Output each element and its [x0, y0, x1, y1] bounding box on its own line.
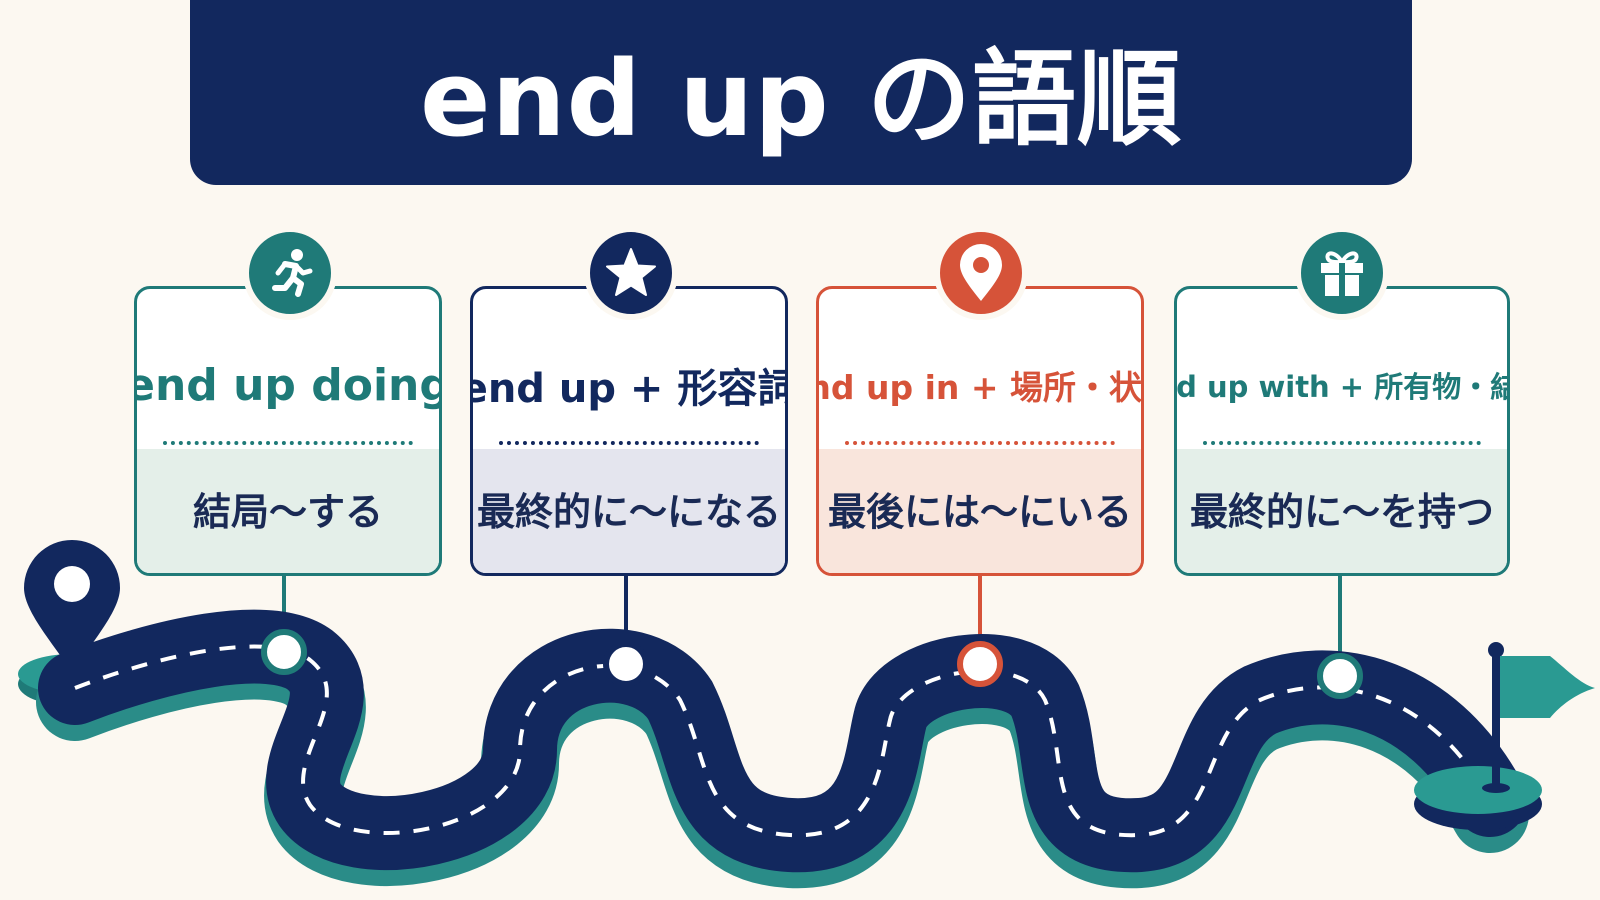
star-icon [584, 226, 678, 320]
location-pin-icon [934, 226, 1028, 320]
meaning-text: 最終的に〜を持つ [1177, 449, 1507, 573]
dotted-divider [845, 441, 1115, 445]
meaning-text: 最終的に〜になる [473, 449, 785, 573]
pattern-card-3: end up in + 場所・状況 最後には〜にいる [816, 286, 1144, 576]
waypoint-dot-4 [1317, 653, 1363, 699]
dotted-divider [163, 441, 413, 445]
pattern-text: end up in + 場所・状況 [819, 368, 1143, 407]
meaning-text: 結局〜する [137, 449, 439, 573]
pattern-card-4: end up with + 所有物・結果 最終的に〜を持つ [1174, 286, 1510, 576]
pattern-text: end up doing [134, 359, 442, 411]
gift-icon [1295, 226, 1389, 320]
waypoint-dot-3 [957, 641, 1003, 687]
dotted-divider [499, 441, 759, 445]
running-person-icon [243, 226, 337, 320]
pattern-card-2: end up + 形容詞 最終的に〜になる [470, 286, 788, 576]
page-title: end up の語順 [420, 38, 1182, 160]
pattern-card-1: end up doing 結局〜する [134, 286, 442, 576]
dotted-divider [1203, 441, 1481, 445]
waypoint-dot-2 [603, 641, 649, 687]
pattern-text: end up with + 所有物・結果 [1176, 370, 1507, 404]
meaning-text: 最後には〜にいる [819, 449, 1141, 573]
start-pin-icon [24, 540, 120, 672]
waypoint-dot-1 [261, 629, 307, 675]
pattern-text: end up + 形容詞 [470, 366, 788, 412]
finish-flag-icon [1482, 642, 1595, 793]
title-banner: end up の語順 [190, 0, 1412, 185]
road-center-dashes [74, 644, 1492, 838]
